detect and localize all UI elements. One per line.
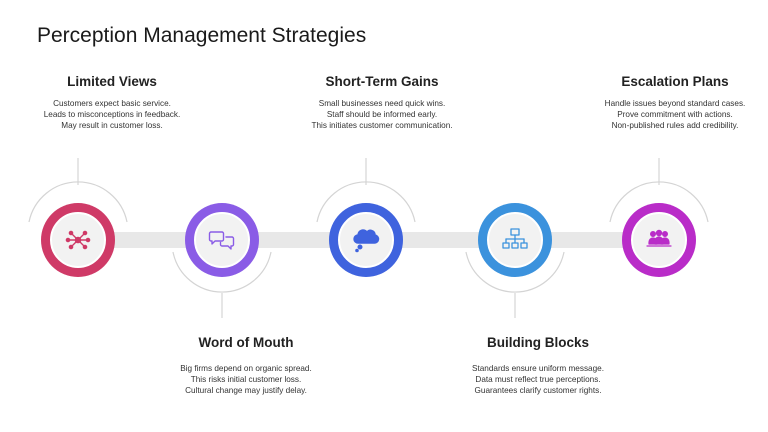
- step-description-escalation-plans: Handle issues beyond standard cases. Pro…: [575, 98, 768, 131]
- description-line: Data must reflect true perceptions.: [475, 375, 601, 384]
- group-people-icon: [646, 229, 672, 247]
- description-line: Leads to misconceptions in feedback.: [43, 110, 181, 119]
- page-title: Perception Management Strategies: [37, 24, 367, 47]
- description-line: Staff should be informed early.: [326, 110, 438, 119]
- guide-arc-2: [172, 251, 272, 293]
- step-description-word-of-mouth: Big firms depend on organic spread. This…: [146, 363, 346, 396]
- step-title-short-term-gains: Short-Term Gains: [325, 74, 439, 89]
- description-line: Handle issues beyond standard cases.: [604, 99, 746, 108]
- step-description-building-blocks: Standards ensure uniform message. Data m…: [438, 363, 638, 396]
- step-title-building-blocks: Building Blocks: [486, 335, 589, 350]
- thought-cloud-icon: [353, 229, 380, 253]
- chat-bubbles-icon: [208, 231, 235, 250]
- org-chart-icon: [502, 228, 528, 249]
- description-line: This initiates customer communication.: [311, 121, 453, 130]
- description-line: This risks initial customer loss.: [190, 375, 302, 384]
- step-title-limited-views: Limited Views: [67, 74, 157, 89]
- step-description-limited-views: Customers expect basic service. Leads to…: [12, 98, 212, 131]
- step-title-escalation-plans: Escalation Plans: [621, 74, 729, 89]
- description-line: Prove commitment with actions.: [617, 110, 733, 119]
- step-node-word-of-mouth: [185, 203, 259, 277]
- step-inner-disc: [194, 212, 250, 268]
- step-title-word-of-mouth: Word of Mouth: [198, 335, 294, 350]
- guide-arc-4: [465, 251, 565, 293]
- network-hub-icon: [65, 230, 91, 250]
- description-line: May result in customer loss.: [61, 121, 163, 130]
- description-line: Cultural change may justify delay.: [185, 386, 307, 395]
- description-line: Small businesses need quick wins.: [318, 99, 446, 108]
- description-line: Guarantees clarify customer rights.: [474, 386, 602, 395]
- description-line: Standards ensure uniform message.: [472, 364, 604, 373]
- step-description-short-term-gains: Small businesses need quick wins. Staff …: [282, 98, 482, 131]
- description-line: Customers expect basic service.: [53, 99, 171, 108]
- description-line: Non-published rules add credibility.: [611, 121, 739, 130]
- description-line: Big firms depend on organic spread.: [180, 364, 312, 373]
